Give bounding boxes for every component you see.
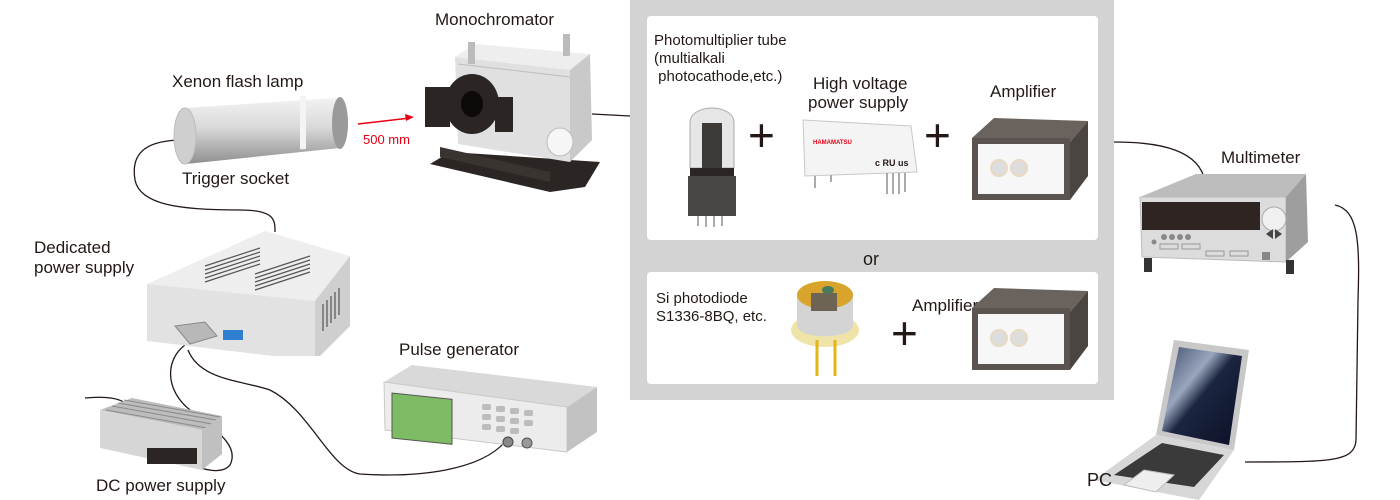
amplifier-icon-1 — [972, 118, 1088, 200]
hv-power-supply-icon: HAMAMATSU c RU us — [802, 119, 918, 194]
amplifier-label-2: Amplifier — [912, 296, 979, 315]
trigger-socket-label: Trigger socket — [182, 169, 290, 188]
hv-psu-label-line2: power supply — [808, 93, 909, 112]
pmt-option-box: Photomultiplier tube (multialkali photoc… — [647, 16, 1098, 240]
plus-sign-3: + — [891, 307, 918, 359]
plus-sign-1: + — [748, 109, 775, 161]
xenon-lamp-label: Xenon flash lamp — [172, 72, 304, 91]
photomultiplier-tube-icon — [688, 107, 736, 227]
ul-mark-icon: c RU us — [875, 158, 909, 168]
monochromator-label: Monochromator — [435, 10, 555, 29]
pmt-label-line2: (multialkali — [654, 50, 725, 67]
dedicated-psu-label-line2: power supply — [34, 258, 135, 277]
hv-psu-label-line1: High voltage — [813, 74, 908, 93]
distance-arrow-head — [405, 114, 414, 121]
multimeter-to-pc-cable — [1244, 204, 1360, 463]
multimeter-label: Multimeter — [1221, 148, 1301, 167]
photodiode-label-line1: Si photodiode — [656, 290, 748, 307]
pmt-label-line3: photocathode,etc.) — [654, 68, 783, 85]
distance-label: 500 mm — [363, 132, 410, 147]
dedicated-psu-label-line1: Dedicated — [34, 238, 111, 257]
hamamatsu-logo: HAMAMATSU — [813, 140, 852, 146]
dc-psu-label: DC power supply — [96, 476, 226, 495]
pmt-label-line1: Photomultiplier tube — [654, 32, 787, 49]
si-photodiode-icon — [791, 281, 859, 376]
detector-options-panel: Photomultiplier tube (multialkali photoc… — [630, 0, 1114, 400]
dc-psu-illustration — [100, 398, 222, 470]
photodiode-option-box: Si photodiode S1336-8BQ, etc. + Amplifie… — [647, 272, 1098, 384]
mono-to-detector-cable — [591, 113, 631, 117]
amplifier-icon-2 — [972, 288, 1088, 370]
pulse-generator-illustration — [383, 365, 597, 453]
dedicated-psu-illustration — [147, 231, 350, 356]
photodiode-label-line2: S1336-8BQ, etc. — [656, 308, 767, 325]
or-separator: or — [863, 249, 880, 269]
xenon-flash-lamp-illustration — [173, 96, 348, 165]
detector-to-multimeter-cable — [1113, 141, 1206, 183]
multimeter-illustration — [1139, 174, 1308, 274]
amplifier-label-1: Amplifier — [990, 82, 1057, 101]
monochromator-illustration — [425, 34, 600, 192]
distance-arrow — [357, 117, 411, 125]
plus-sign-2: + — [924, 109, 951, 161]
pc-laptop-illustration — [1094, 340, 1249, 500]
trigger-cable — [133, 139, 276, 233]
pc-label: PC — [1087, 470, 1113, 490]
psu-to-pulse-cable — [187, 349, 506, 476]
pulse-generator-label: Pulse generator — [399, 340, 520, 359]
